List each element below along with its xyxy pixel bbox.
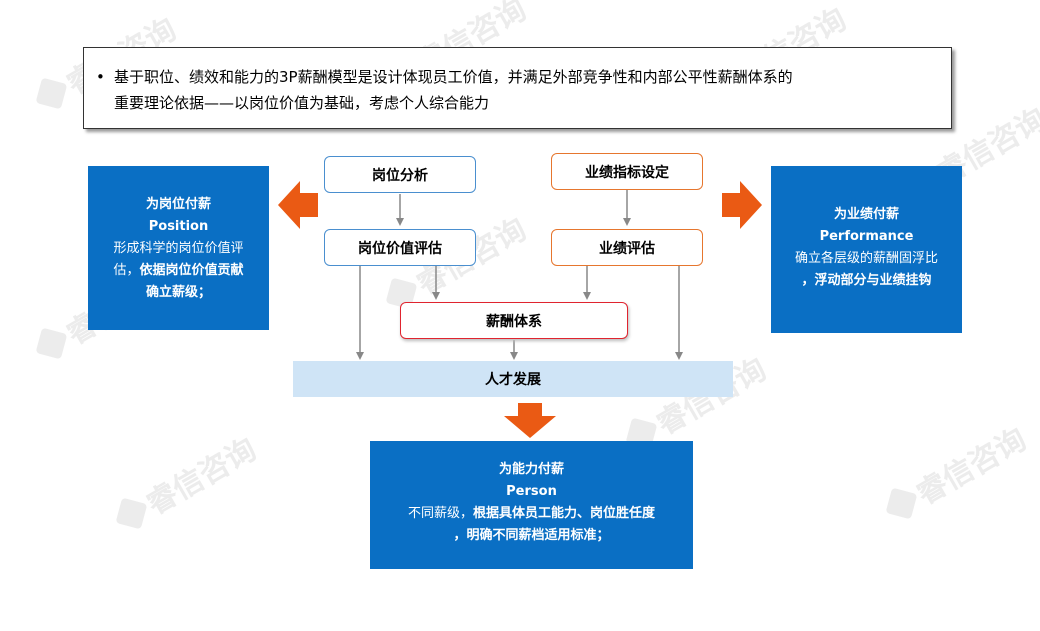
panel-position-desc-1: 形成科学的岗位价值评 <box>113 241 244 256</box>
panel-position-desc-2a: 估， <box>113 263 140 278</box>
panel-person-desc-2: ，明确不同薪档适用标准； <box>453 528 610 543</box>
intro-bullet: • <box>96 68 105 86</box>
node-performance-evaluation: 业绩评估 <box>551 229 703 266</box>
node-job-analysis: 岗位分析 <box>324 156 476 193</box>
big-arrow-right <box>722 181 762 229</box>
node-talent-development: 人才发展 <box>293 361 733 397</box>
panel-position: 为岗位付薪 Position 形成科学的岗位价值评 估，依据岗位价值贡献 确立薪… <box>88 166 269 330</box>
panel-position-desc-3: 确立薪级； <box>145 285 211 300</box>
panel-position-subtitle: Position <box>148 219 209 234</box>
panel-performance: 为业绩付薪 Performance 确立各层级的薪酬固浮比 ，浮动部分与业绩挂钩 <box>771 166 962 333</box>
big-arrow-down <box>504 403 556 438</box>
panel-person-desc-1b: 根据具体员工能力、岗位胜任度 <box>473 506 656 521</box>
node-compensation-system: 薪酬体系 <box>400 302 628 339</box>
panel-performance-desc-2: ，浮动部分与业绩挂钩 <box>801 273 932 288</box>
node-kpi-setting: 业绩指标设定 <box>551 153 703 190</box>
panel-performance-subtitle: Performance <box>819 229 914 244</box>
panel-performance-desc-1: 确立各层级的薪酬固浮比 <box>794 251 938 266</box>
panel-performance-title: 为业绩付薪 <box>833 207 899 222</box>
panel-person-subtitle: Person <box>506 484 557 499</box>
intro-line-2: 重要理论依据——以岗位价值为基础，考虑个人综合能力 <box>114 94 490 112</box>
panel-position-desc-2b: 依据岗位价值贡献 <box>139 263 244 278</box>
node-job-evaluation: 岗位价值评估 <box>324 229 476 266</box>
panel-person-title: 为能力付薪 <box>498 462 564 477</box>
intro-line-1: 基于职位、绩效和能力的3P薪酬模型是设计体现员工价值，并满足外部竞争性和内部公平… <box>114 68 793 86</box>
big-arrow-left <box>278 181 318 229</box>
panel-person-desc-1a: 不同薪级， <box>407 506 473 521</box>
panel-position-title: 为岗位付薪 <box>145 197 211 212</box>
intro-box: • 基于职位、绩效和能力的3P薪酬模型是设计体现员工价值，并满足外部竞争性和内部… <box>83 47 952 129</box>
panel-person: 为能力付薪 Person 不同薪级，根据具体员工能力、岗位胜任度 ，明确不同薪档… <box>370 441 693 569</box>
